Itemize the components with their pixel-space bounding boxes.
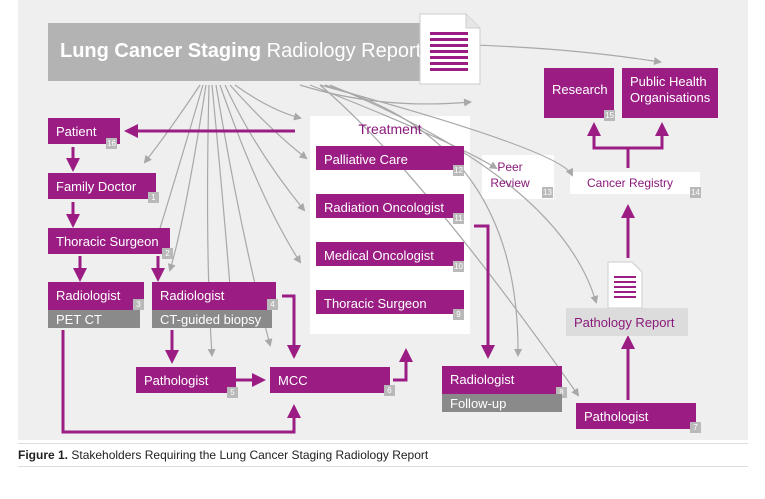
radiologist-ct-label: Radiologist	[160, 288, 225, 303]
figure-caption-text: Stakeholders Requiring the Lung Cancer S…	[68, 448, 429, 462]
report-title-rest: Radiology Report	[261, 40, 422, 62]
ct-guided-biopsy-bar: CT-guided biopsy	[152, 310, 272, 328]
follow-up-label: Follow-up	[450, 396, 507, 411]
treatment-palliative-care-label: Palliative Care	[324, 152, 408, 167]
caption-bottom-rule	[18, 466, 748, 467]
treatment-thoracic-surgeon-box: Thoracic Surgeon	[316, 290, 464, 314]
cancer-registry-label: Cancer Registry	[586, 176, 674, 190]
thoracic-surgeon-label: Thoracic Surgeon	[56, 234, 159, 249]
treatment-palliative-care-number: 12	[453, 165, 464, 176]
pathologist-7-number: 7	[690, 422, 701, 433]
radiologist-ct-number: 4	[267, 299, 278, 310]
public-health-line1: Public Health	[630, 74, 707, 89]
peer-review-number: 13	[542, 187, 553, 198]
radiologist-follow-up-number: 8	[556, 387, 567, 398]
treatment-radiation-oncologist-number: 11	[453, 213, 464, 224]
treatment-medical-oncologist-label: Medical Oncologist	[324, 248, 434, 263]
public-health-box: Public Health Organisations	[622, 68, 718, 118]
caption-top-rule	[18, 443, 748, 444]
research-box: Research	[544, 68, 614, 118]
research-label: Research	[552, 82, 608, 97]
report-title-bold: Lung Cancer Staging	[60, 40, 262, 62]
family-doctor-number: 1	[148, 192, 159, 203]
pathologist-7-box: Pathologist	[576, 403, 696, 429]
report-title: Lung Cancer Staging Radiology Report	[48, 23, 422, 81]
figure-caption-label: Figure 1.	[18, 448, 69, 462]
peer-review-line2: Review	[490, 176, 530, 190]
treatment-medical-oncologist-box: Medical Oncologist	[316, 242, 464, 266]
peer-review-line1: Peer	[497, 160, 523, 174]
family-doctor-box: Family Doctor	[48, 173, 156, 199]
thoracic-surgeon-box: Thoracic Surgeon	[48, 228, 170, 254]
patient-label: Patient	[56, 124, 97, 139]
pathologist-5-box: Pathologist	[136, 367, 236, 393]
pathology-report-box: Pathology Report	[566, 308, 688, 336]
treatment-heading: Treatment	[358, 121, 422, 137]
pathologist-5-number: 5	[227, 387, 238, 398]
pet-ct-label: PET CT	[56, 312, 102, 327]
treatment-thoracic-surgeon-label: Thoracic Surgeon	[324, 296, 427, 311]
family-doctor-label: Family Doctor	[56, 179, 137, 194]
patient-number: 16	[106, 138, 117, 149]
treatment-medical-oncologist-number: 10	[453, 261, 464, 272]
pathologist-5-label: Pathologist	[144, 373, 209, 388]
mcc-number: 6	[384, 385, 395, 396]
cancer-registry-card	[570, 172, 700, 194]
treatment-thoracic-surgeon-number: 9	[453, 309, 464, 320]
mcc-box: MCC	[270, 367, 390, 393]
follow-up-bar: Follow-up	[442, 394, 562, 412]
pathologist-7-label: Pathologist	[584, 409, 649, 424]
pathology-report-label: Pathology Report	[574, 315, 675, 330]
radiologist-pet-label: Radiologist	[56, 288, 121, 303]
treatment-radiation-oncologist-label: Radiation Oncologist	[324, 200, 444, 215]
mcc-label: MCC	[278, 373, 308, 388]
treatment-radiation-oncologist-box: Radiation Oncologist	[316, 194, 464, 218]
treatment-palliative-care-box: Palliative Care	[316, 146, 464, 170]
radiologist-pet-box: Radiologist	[48, 282, 144, 310]
research-number: 15	[604, 110, 615, 121]
public-health-line2: Organisations	[630, 90, 711, 105]
workflow-arrows	[61, 122, 669, 434]
radiologist-follow-up-box: Radiologist	[442, 366, 562, 394]
pet-ct-bar: PET CT	[48, 310, 140, 328]
thoracic-surgeon-number: 2	[162, 248, 173, 259]
radiologist-follow-up-label: Radiologist	[450, 372, 515, 387]
radiologist-pet-number: 3	[133, 299, 144, 310]
ct-guided-biopsy-label: CT-guided biopsy	[160, 312, 262, 327]
cancer-registry-number: 14	[690, 187, 701, 198]
figure-caption: Figure 1. Stakeholders Requiring the Lun…	[18, 448, 428, 462]
radiologist-ct-box: Radiologist	[152, 282, 276, 310]
